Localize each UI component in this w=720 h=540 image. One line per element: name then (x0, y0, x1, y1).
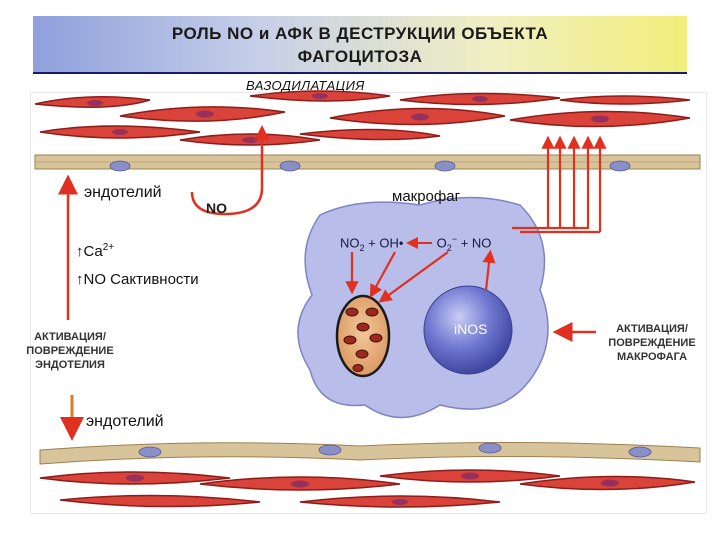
title-banner: РОЛЬ NO и АФК В ДЕСТРУКЦИИ ОБЪЕКТА ФАГОЦ… (33, 16, 687, 74)
inos-nucleus (423, 285, 513, 375)
reaction-plus-1: + (368, 235, 376, 251)
reaction-o2-sup: − (451, 234, 458, 244)
reaction-oh: OH• (379, 235, 404, 251)
calcium-text: Ca (83, 243, 103, 260)
reaction-o2: O (436, 235, 447, 251)
up-arrow-icon: ↑ (76, 243, 84, 260)
no-label: NO (206, 200, 227, 216)
nos-activity-label: ↑NO Cактивности (76, 271, 199, 288)
o2-to-vacuole-arrow (378, 251, 449, 303)
activation-macrophage-label: АКТИВАЦИЯ/ ПОВРЕЖДЕНИЕ МАКРОФАГА (608, 323, 696, 363)
inos-label: iNOS (454, 321, 488, 337)
reaction-equation: NO2 + OH• O2− + NO (340, 234, 491, 253)
endothelium-top-layer (34, 154, 701, 172)
vasodilation-label: ВАЗОДИЛАТАЦИЯ (246, 78, 365, 93)
smooth-muscle-nuclei-top (87, 93, 609, 143)
title-line-1: РОЛЬ NO и АФК В ДЕСТРУКЦИИ ОБЪЕКТА (171, 24, 549, 43)
up-arrow-icon: ↑ (76, 271, 84, 288)
endothelium-top-label: эндотелий (84, 184, 162, 201)
phagocytic-vacuole (335, 294, 391, 378)
reaction-o2-sub: 2 (446, 242, 452, 253)
reaction-no: NO (471, 235, 492, 251)
oh-to-vacuole-arrow (369, 251, 396, 298)
smooth-muscle-nuclei-bottom (126, 472, 619, 505)
macrophage-cell (297, 196, 549, 419)
endothelium-bottom-layer (39, 441, 701, 465)
title-line-2: ФАГОЦИТОЗА (297, 47, 423, 66)
activation-endothelium-label: АКТИВАЦИЯ/ ПОВРЕЖДЕНИЕ ЭНДОТЕЛИЯ (26, 331, 114, 371)
reaction-no2: NO (340, 235, 360, 251)
reaction-no2-sub: 2 (359, 242, 365, 253)
inos-to-no-arrow (482, 249, 496, 291)
no-vasodilation-arrow (190, 125, 270, 216)
nos-activity-text: NO Cактивности (83, 271, 199, 288)
macrophage-no-arrows (512, 135, 607, 234)
macrophage-label: макрофаг (392, 188, 461, 205)
reaction-plus-2: + (460, 235, 469, 251)
calcium-charge: 2+ (102, 242, 115, 253)
endothelium-bottom-label: эндотелий (86, 413, 164, 430)
calcium-label: ↑Ca2+ (76, 242, 114, 260)
